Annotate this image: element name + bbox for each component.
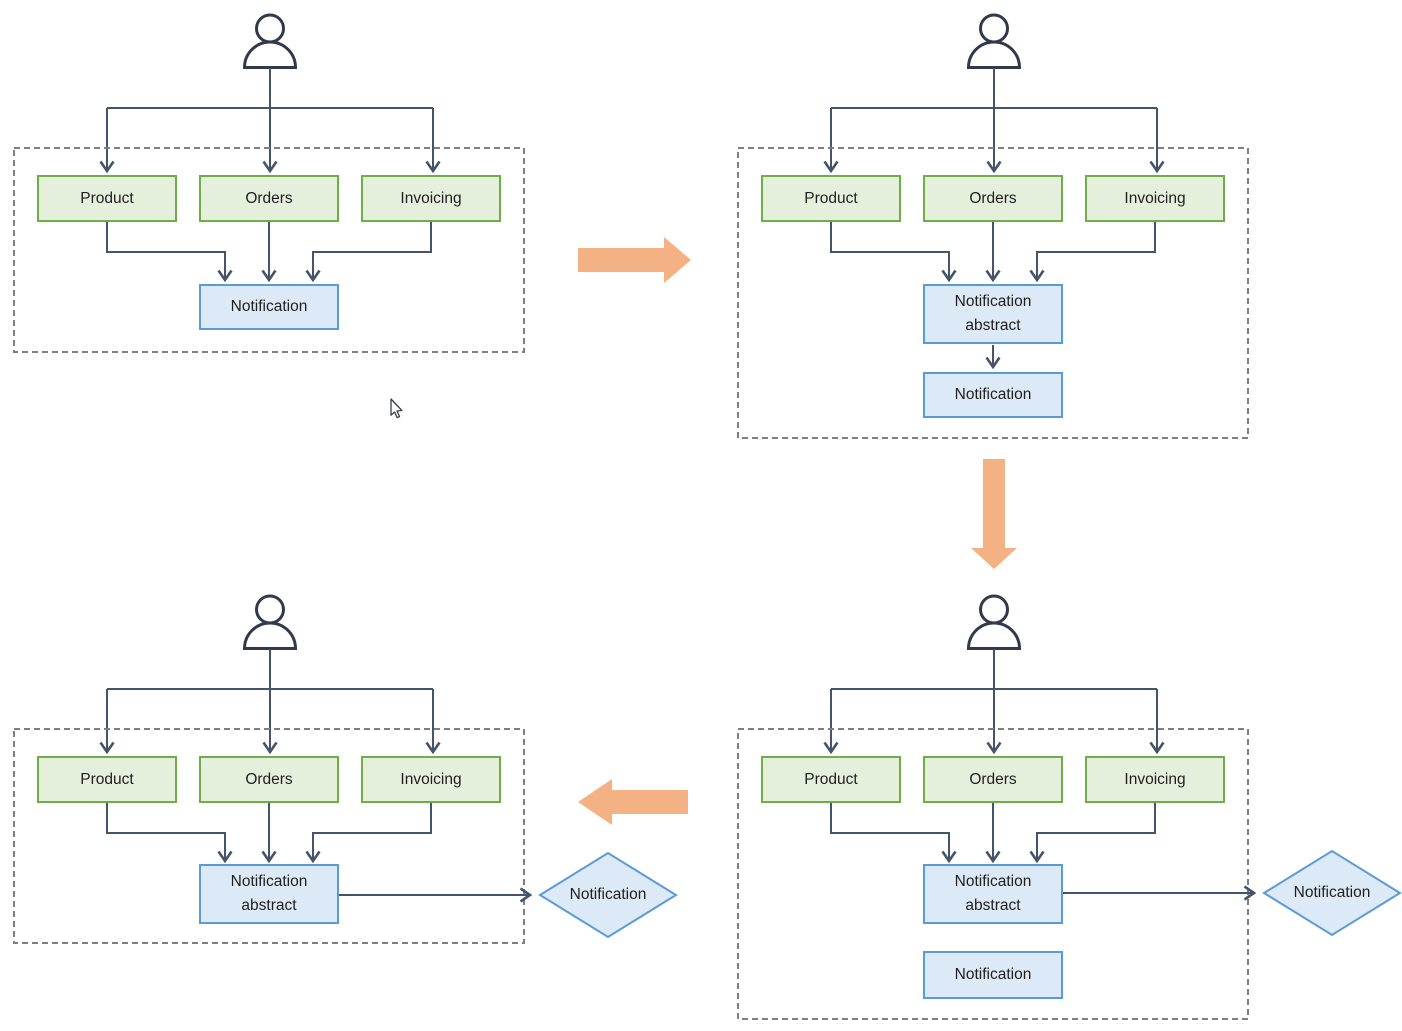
notification-diamond [538, 851, 678, 939]
panel-top-left-shapes [13, 13, 525, 353]
service-box-invoicing: Invoicing [361, 175, 501, 222]
person-icon [242, 594, 298, 650]
boundary-dashed-box [13, 147, 525, 353]
arrow-down-icon [971, 459, 1017, 569]
service-box-invoicing: Invoicing [361, 756, 501, 803]
person-icon [966, 594, 1022, 650]
services-to-abstract-connectors [830, 803, 1156, 864]
notification-box: Notification [923, 372, 1063, 418]
service-box-product: Product [761, 175, 901, 222]
service-box-product: Product [37, 175, 177, 222]
boundary-dashed-box [737, 728, 1249, 1020]
mouse-cursor-icon [390, 398, 403, 419]
notification-diamond-label: Notification [1293, 884, 1371, 901]
panel-bottom-right-shapes [737, 594, 1402, 1020]
person-icon [966, 13, 1022, 69]
notification-diamond-label: Notification [569, 886, 647, 903]
notification-abstract-box: Notification abstract [923, 864, 1063, 924]
notification-diamond [1262, 849, 1402, 937]
arrow-left-icon [578, 779, 688, 825]
notification-abstract-box: Notification abstract [199, 864, 339, 924]
services-to-abstract-connectors [106, 803, 432, 864]
user-to-services-connectors [99, 649, 441, 755]
services-to-abstract-connectors [830, 222, 1156, 283]
arrow-right-icon [578, 237, 691, 283]
service-box-invoicing: Invoicing [1085, 756, 1225, 803]
user-to-services-connectors [99, 68, 441, 174]
user-to-services-connectors [823, 68, 1165, 174]
notification-abstract-box: Notification abstract [923, 284, 1063, 344]
panel-bottom-left-shapes [13, 594, 678, 944]
boundary-dashed-box [13, 728, 525, 944]
boundary-dashed-box [737, 147, 1249, 439]
person-icon [242, 13, 298, 69]
user-to-services-connectors [823, 649, 1165, 755]
service-box-invoicing: Invoicing [1085, 175, 1225, 222]
service-box-orders: Orders [923, 175, 1063, 222]
service-box-product: Product [761, 756, 901, 803]
service-box-product: Product [37, 756, 177, 803]
panel-top-right-shapes [737, 13, 1249, 439]
service-box-orders: Orders [923, 756, 1063, 803]
service-box-orders: Orders [199, 175, 339, 222]
notification-box: Notification [199, 284, 339, 330]
services-to-notification-connectors [106, 222, 432, 283]
notification-box: Notification [923, 951, 1063, 999]
service-box-orders: Orders [199, 756, 339, 803]
